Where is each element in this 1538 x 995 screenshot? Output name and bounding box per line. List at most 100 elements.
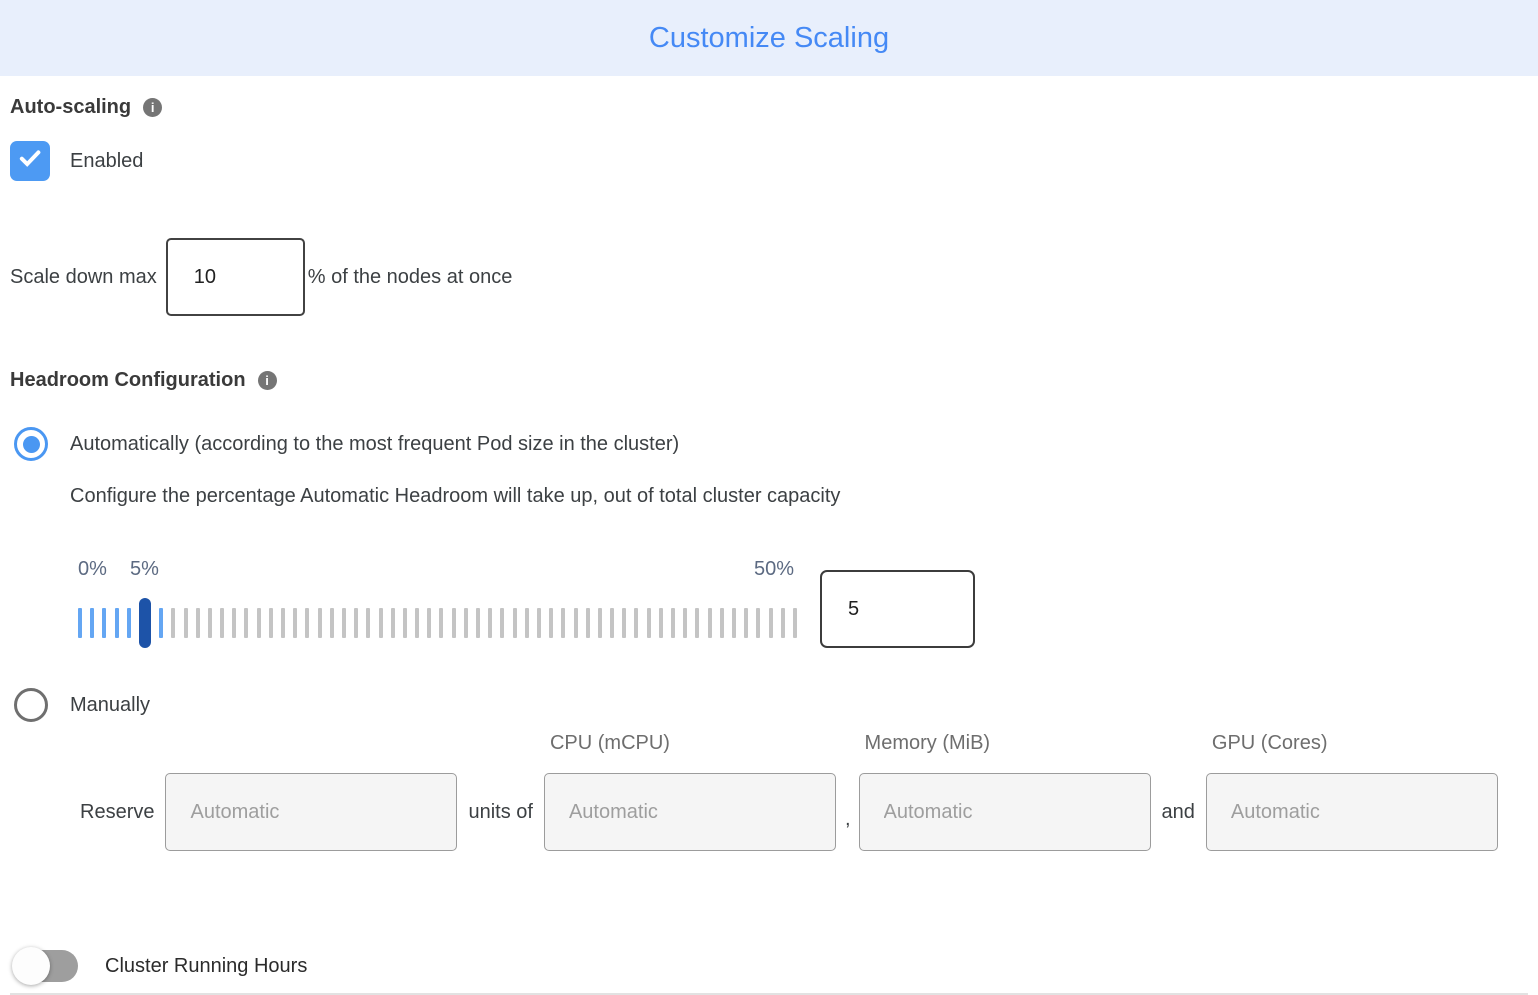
slider-tick: [305, 608, 310, 638]
slider-tick: [622, 608, 627, 638]
slider-handle[interactable]: [138, 598, 151, 648]
headroom-label: Headroom Configuration: [10, 369, 246, 391]
slider-tick: [126, 608, 131, 638]
slider-tick: [256, 608, 261, 638]
manually-option-label: Manually: [70, 693, 151, 716]
automatic-option-description: Configure the percentage Automatic Headr…: [70, 485, 841, 507]
headroom-manual-option[interactable]: Manually: [14, 688, 1528, 722]
radio-selected-dot: [22, 435, 40, 453]
slider-tick: [524, 608, 529, 638]
slider-tick: [610, 608, 615, 638]
reserve-label: Reserve: [80, 801, 155, 823]
slider-tick: [768, 608, 773, 638]
slider-tick: [658, 608, 663, 638]
auto-scaling-enabled-checkbox[interactable]: [10, 141, 50, 181]
reserve-units-column: [165, 773, 458, 851]
auto-scaling-enabled-row: Enabled: [10, 141, 1528, 181]
headroom-automatic-option[interactable]: Automatically (according to the most fre…: [14, 427, 1528, 461]
slider-tick: [90, 608, 95, 638]
slider-tick: [451, 608, 456, 638]
memory-column-header: Memory (MiB): [864, 732, 991, 754]
scale-down-prefix: Scale down max: [10, 265, 157, 288]
reserve-row: Reserve units of CPU (mCPU) , Memory (Mi…: [80, 732, 1528, 851]
slider-tick: [427, 608, 432, 638]
slider-tick: [439, 608, 444, 638]
slider-tick: [707, 608, 712, 638]
slider-tick: [561, 608, 566, 638]
slider-min-label: 0%: [78, 558, 107, 580]
slider-tick: [476, 608, 480, 638]
slider-tick: [281, 608, 285, 638]
comma-separator: ,: [844, 808, 851, 830]
slider-tick: [634, 608, 639, 638]
checkmark-icon: [16, 144, 44, 178]
slider-tick: [171, 608, 176, 638]
reserve-gpu-input[interactable]: [1205, 773, 1498, 851]
headroom-slider-ticks[interactable]: [78, 598, 802, 648]
automatic-radio[interactable]: [14, 427, 48, 461]
slider-tick: [695, 608, 700, 638]
slider-tick: [220, 608, 225, 638]
slider-tick: [549, 608, 554, 638]
toggle-knob[interactable]: [12, 947, 50, 985]
slider-tick: [512, 608, 517, 638]
headroom-slider[interactable]: 0% 5% 50%: [78, 558, 802, 648]
slider-tick: [671, 608, 675, 638]
slider-tick: [646, 608, 651, 638]
slider-tick: [585, 608, 590, 638]
page-title: Customize Scaling: [648, 21, 890, 54]
dialog-header: Customize Scaling: [0, 0, 1538, 76]
scale-down-suffix: % of the nodes at once: [307, 265, 513, 288]
slider-labels: 0% 5% 50%: [78, 558, 802, 582]
slider-tick: [719, 608, 724, 638]
slider-tick: [378, 608, 383, 638]
slider-tick: [463, 608, 468, 638]
slider-tick: [341, 608, 346, 638]
slider-tick: [159, 608, 164, 638]
slider-tick: [366, 608, 371, 638]
slider-tick: [536, 608, 541, 638]
slider-tick: [195, 608, 200, 638]
units-of-label: units of: [468, 801, 533, 823]
slider-tick: [683, 608, 688, 638]
slider-current-label: 5%: [130, 558, 159, 580]
headroom-percentage-input[interactable]: [820, 570, 975, 648]
headroom-section-label: Headroom Configuration i: [10, 369, 1528, 392]
slider-tick: [232, 608, 237, 638]
info-icon[interactable]: i: [143, 98, 163, 117]
slider-tick: [244, 608, 249, 638]
slider-tick: [329, 608, 334, 638]
slider-tick: [500, 608, 505, 638]
manually-radio[interactable]: [14, 688, 48, 722]
auto-scaling-section-label: Auto-scaling i: [10, 96, 1528, 119]
reserve-units-input[interactable]: [165, 773, 458, 851]
slider-tick: [402, 608, 407, 638]
cluster-running-hours-row: Cluster Running Hours: [12, 947, 1528, 985]
slider-tick: [207, 608, 212, 638]
cluster-running-hours-label: Cluster Running Hours: [105, 954, 308, 977]
cpu-column-header: CPU (mCPU): [549, 732, 670, 754]
reserve-memory-input[interactable]: [858, 773, 1151, 851]
automatic-option-label: Automatically (according to the most fre…: [70, 432, 680, 455]
reserve-cpu-input[interactable]: [543, 773, 836, 851]
scale-down-max-input[interactable]: [165, 238, 305, 316]
slider-tick: [102, 608, 107, 638]
slider-tick: [756, 608, 761, 638]
info-icon[interactable]: i: [257, 371, 277, 390]
headroom-slider-row: 0% 5% 50%: [78, 558, 1528, 648]
slider-max-label: 50%: [753, 558, 794, 580]
slider-tick: [317, 608, 322, 638]
slider-tick: [293, 608, 298, 638]
slider-tick: [183, 608, 188, 638]
gpu-column-header: GPU (Cores): [1211, 732, 1328, 754]
slider-tick: [415, 608, 420, 638]
and-label: and: [1161, 801, 1195, 823]
cluster-running-hours-toggle[interactable]: [12, 947, 78, 985]
reserve-cpu-column: CPU (mCPU): [543, 732, 836, 851]
slider-tick: [488, 608, 493, 638]
slider-tick: [268, 608, 273, 638]
auto-scaling-enabled-label: Enabled: [70, 149, 144, 172]
reserve-memory-column: Memory (MiB): [858, 732, 1151, 851]
slider-tick: [792, 608, 797, 638]
slider-tick: [573, 608, 578, 638]
